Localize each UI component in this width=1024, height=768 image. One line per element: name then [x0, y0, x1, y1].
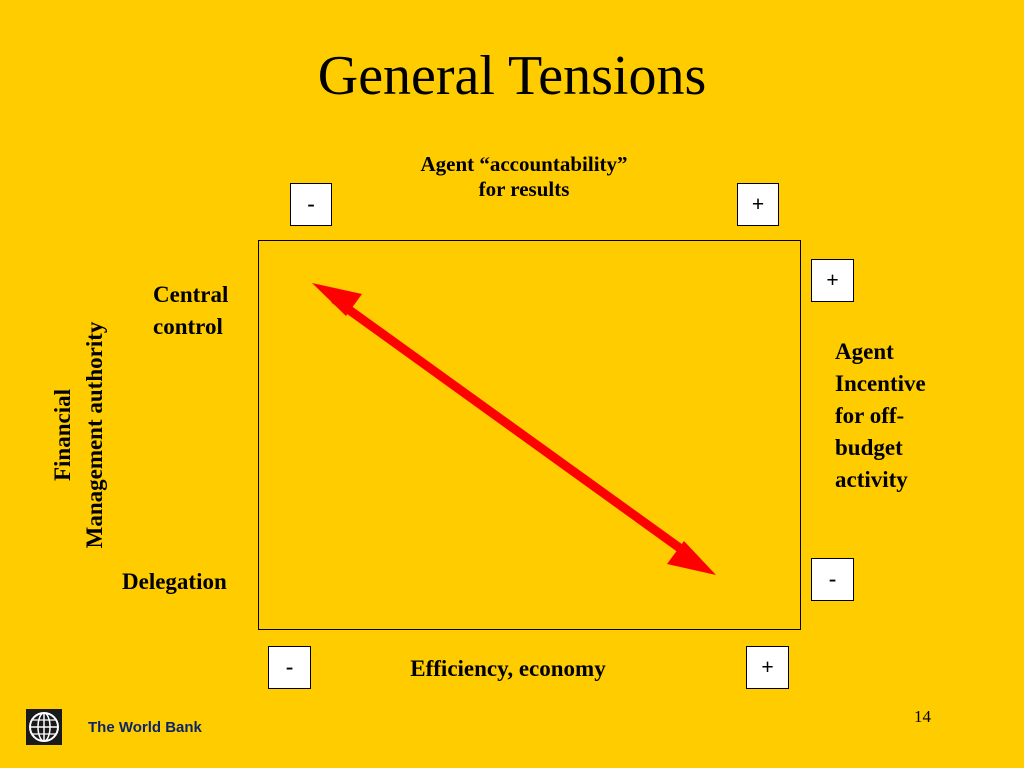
accountability-label-line1: Agent “accountability” [420, 152, 628, 176]
delegation-label: Delegation [122, 569, 227, 594]
slide-title: General Tensions [317, 45, 707, 107]
accountability-label-line2: for results [478, 177, 570, 201]
agent-incentive-line2: Incentive [835, 371, 926, 396]
fm-label-line1: Financial [50, 389, 75, 482]
tension-arrow-shaft [331, 295, 698, 563]
right-plus-sign: + [811, 259, 854, 302]
bottom-plus-sign: + [746, 646, 789, 689]
world-bank-globe-icon [26, 709, 62, 745]
central-control-line2: control [153, 314, 223, 339]
agent-incentive-line4: budget [835, 435, 903, 460]
efficiency-economy-label: Efficiency, economy [410, 656, 606, 681]
tension-arrow-head-top-left [312, 283, 362, 316]
tension-matrix-box [258, 240, 801, 630]
agent-incentive-line1: Agent [835, 339, 894, 364]
world-bank-name: The World Bank [88, 719, 202, 736]
agent-incentive-line5: activity [835, 467, 908, 492]
tension-arrow-head-bottom-right [667, 541, 716, 575]
bottom-minus-sign: - [268, 646, 311, 689]
agent-incentive-line3: for off- [835, 403, 905, 428]
right-minus-sign: - [811, 558, 854, 601]
fm-label-line2: Management authority [82, 321, 107, 549]
page-number: 14 [914, 707, 931, 726]
top-minus-sign: - [290, 183, 332, 226]
central-control-label: Central control [153, 279, 263, 343]
central-control-line1: Central [153, 282, 229, 307]
accountability-label: Agent “accountability” for results [384, 152, 664, 202]
agent-incentive-label: Agent Incentive for off- budget activity [835, 336, 985, 496]
financial-management-authority-label: Financial Management authority [47, 245, 117, 625]
top-plus-sign: + [737, 183, 779, 226]
